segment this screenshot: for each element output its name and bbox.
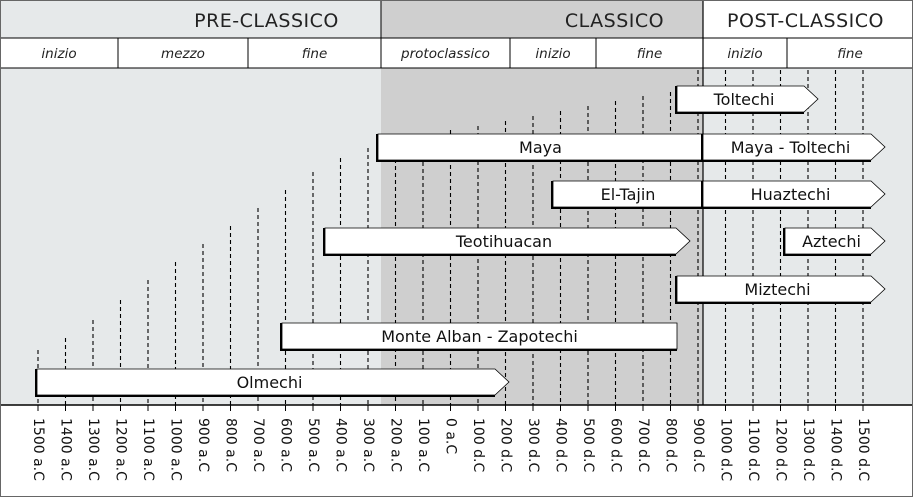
header-pre-background (0, 0, 381, 38)
tick-label: 1500 d.C (855, 418, 871, 481)
civilization-bar: Maya (376, 133, 704, 162)
civilization-label: Teotihuacan (455, 232, 552, 251)
tick-label: 1000 a.C (168, 418, 184, 481)
tick-label: 1400 d.C (828, 418, 844, 481)
civilization-label: Maya (519, 138, 562, 157)
civilization-bar: Teotihuacan (323, 227, 691, 256)
tick-label: 1300 a.C (85, 418, 101, 481)
civilization-label: El-Tajin (601, 185, 656, 204)
subperiod-label: fine (302, 46, 328, 62)
tick-label: 400 a.C (333, 418, 349, 472)
bar-shape (36, 368, 510, 396)
civilization-label: Monte Alban - Zapotechi (381, 327, 578, 346)
tick-label: 200 a.C (388, 418, 404, 472)
tick-label: 1100 a.C (140, 418, 156, 481)
civilization-label: Miztechi (744, 280, 810, 299)
tick-label: 700 a.C (250, 418, 266, 472)
tick-label: 600 a.C (278, 418, 294, 472)
civilization-bar: Aztechi (783, 227, 886, 256)
tick-label: 400 d.C (553, 418, 569, 473)
subperiod-label: fine (837, 46, 863, 62)
tick-label: 1200 a.C (113, 418, 129, 481)
tick-label: 0 a.C (443, 418, 459, 454)
civilization-label: Olmechi (237, 373, 303, 392)
tick-label: 200 d.C (498, 418, 514, 473)
tick-label: 1000 d.C (718, 418, 734, 481)
civilization-bar: Olmechi (35, 368, 510, 397)
civilization-label: Maya - Toltechi (731, 138, 851, 157)
civilization-bar: El-Tajin (551, 180, 704, 209)
civilization-bar: Maya - Toltechi (701, 133, 886, 162)
tick-label: 1200 d.C (773, 418, 789, 481)
bar-shape (324, 227, 691, 255)
subperiod-label: mezzo (161, 46, 205, 62)
period-label: CLASSICO (565, 10, 664, 32)
bar-shape (676, 275, 886, 303)
bar-shape (702, 180, 886, 208)
tick-label: 1400 a.C (58, 418, 74, 481)
subheader-strip (0, 38, 913, 68)
bar-shape (676, 85, 819, 113)
bar-shape (784, 227, 886, 255)
civilization-label: Huaztechi (751, 185, 831, 204)
bar-shape (702, 133, 886, 161)
tick-label: 900 a.C (195, 418, 211, 472)
tick-label: 900 d.C (690, 418, 706, 473)
tick-label: 100 a.C (415, 418, 431, 472)
bar-shape (281, 322, 678, 350)
tick-label: 1500 a.C (30, 418, 46, 481)
tick-label: 700 d.C (635, 418, 651, 473)
subperiod-label: inizio (535, 46, 570, 62)
period-label: PRE-CLASSICO (194, 10, 339, 32)
tick-label: 500 d.C (580, 418, 596, 473)
tick-label: 600 d.C (608, 418, 624, 473)
tick-label: 1300 d.C (800, 418, 816, 481)
civilization-label: Aztechi (802, 232, 861, 251)
tick-label: 300 d.C (525, 418, 541, 473)
tick-label: 500 a.C (305, 418, 321, 472)
civilization-bar: Toltechi (675, 85, 819, 114)
civilization-bar: Huaztechi (701, 180, 886, 209)
civilization-label: Toltechi (713, 90, 775, 109)
subperiod-label: inizio (41, 46, 76, 62)
subperiod-label: fine (637, 46, 663, 62)
tick-label: 100 d.C (470, 418, 486, 473)
subperiod-label: protoclassico (400, 46, 490, 62)
period-label: POST-CLASSICO (727, 10, 884, 32)
tick-label: 1100 d.C (745, 418, 761, 481)
axis-area (0, 405, 913, 497)
tick-label: 300 a.C (360, 418, 376, 472)
tick-label: 800 a.C (223, 418, 239, 472)
civilization-bar: Monte Alban - Zapotechi (280, 322, 678, 351)
tick-label: 800 d.C (663, 418, 679, 473)
civilization-bar: Miztechi (675, 275, 886, 304)
subperiod-label: inizio (727, 46, 762, 62)
